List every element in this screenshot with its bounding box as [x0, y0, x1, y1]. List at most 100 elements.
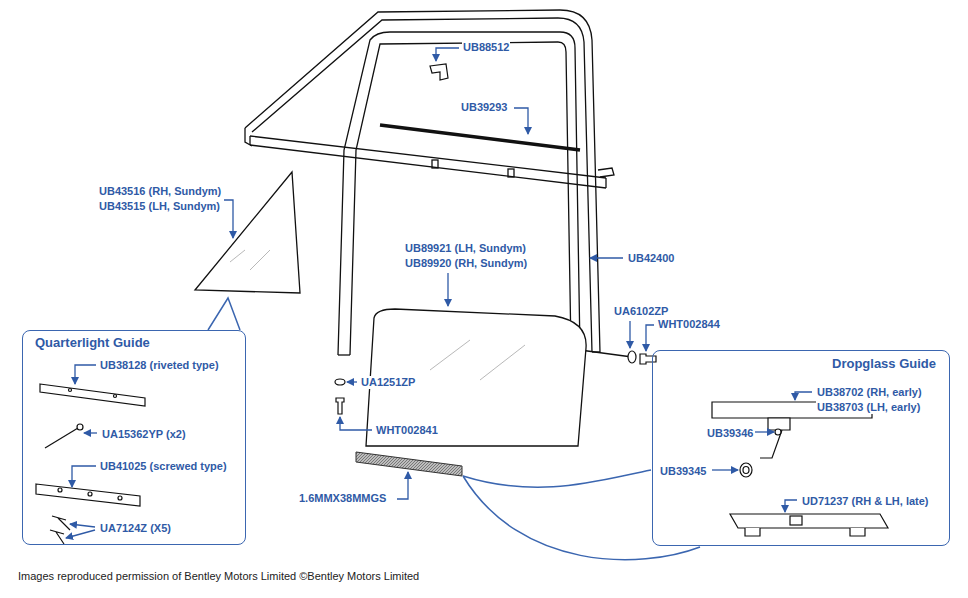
part-number: UB38703 (LH, early) — [816, 401, 921, 414]
part-number: UB39346 — [706, 427, 754, 440]
glass-strip — [356, 452, 462, 476]
door-frame-part — [605, 178, 606, 188]
leader-lines-part — [436, 48, 459, 61]
door-frame-part — [250, 136, 606, 178]
part-number: UA6102ZP — [613, 305, 669, 318]
fixings-part — [335, 379, 345, 385]
leader-lines-part — [629, 321, 630, 348]
quarterlight-guide-parts-part — [40, 384, 145, 406]
guide-pointers — [208, 298, 700, 560]
guide-box: Quarterlight GuideUB38128 (riveted type)… — [22, 330, 246, 545]
quarterlight-guide-parts-part — [52, 516, 70, 530]
window-channel-part — [338, 32, 580, 355]
quarterlight-guide-parts-part — [88, 492, 92, 496]
clip-part — [430, 64, 448, 80]
drop-glass-part — [430, 340, 525, 380]
guide-pointers-part — [208, 298, 240, 330]
part-number: UB43516 (RH, Sundym) — [98, 185, 222, 198]
window-channel-part — [580, 350, 632, 357]
leader-lines-part — [514, 108, 528, 134]
leader-lines-part — [70, 524, 95, 527]
fixings-part — [628, 351, 636, 363]
quarterlight-guide-parts-part — [45, 428, 78, 448]
window-channel-part — [338, 354, 350, 355]
clip — [430, 64, 448, 80]
part-number: UB38702 (RH, early) — [816, 386, 923, 399]
guide-pointers-part — [463, 476, 700, 560]
leader-lines-part — [590, 257, 623, 258]
leader-lines-part — [795, 392, 812, 400]
door-frame-part — [252, 18, 592, 352]
waist-strip — [380, 125, 580, 150]
dropglass-guide-parts-part — [730, 514, 888, 528]
part-number: UB42400 — [627, 252, 675, 265]
copyright-caption: Images reproduced permission of Bentley … — [18, 570, 419, 583]
fixings — [335, 351, 656, 414]
part-number: UB39345 — [659, 465, 707, 478]
glass-strip-part — [356, 452, 462, 476]
dropglass-guide-parts — [712, 402, 888, 536]
part-number: UB39293 — [460, 101, 508, 114]
leader-lines-part — [646, 325, 654, 351]
fixings-part — [640, 354, 656, 364]
leader-lines-part — [347, 381, 357, 382]
dropglass-guide-parts-part — [743, 467, 749, 474]
part-number: 1.6MMX38MMGS — [298, 492, 387, 505]
part-number: UA1251ZP — [360, 376, 416, 389]
part-number: UA7124Z (X5) — [99, 522, 172, 535]
part-number: UB43515 (LH, Sundym) — [98, 200, 221, 213]
window-channel — [338, 32, 632, 357]
part-number: UB88512 — [462, 41, 510, 54]
part-number: UB89921 (LH, Sundym) — [404, 242, 527, 255]
box-title: Quarterlight Guide — [34, 335, 151, 350]
window-channel-part — [350, 42, 571, 355]
leader-lines-part — [785, 500, 797, 512]
leader-lines-part — [224, 200, 233, 238]
quarterlight-guide-parts-part — [36, 484, 140, 506]
quarterlight-guide-parts-part — [50, 530, 64, 544]
leader-lines-part — [84, 432, 97, 433]
leader-lines-part — [712, 469, 738, 470]
door-frame-part — [598, 168, 614, 177]
leader-lines-part — [340, 417, 372, 430]
door-frame-part — [249, 136, 250, 145]
dropglass-guide-parts-part — [740, 463, 752, 477]
leader-lines-part — [755, 431, 774, 432]
guide-box: Dropglass GuideUB38702 (RH, early) UB3870… — [652, 350, 950, 546]
part-number: UA15362YP (x2) — [101, 428, 187, 441]
dropglass-guide-parts-part — [775, 429, 781, 435]
door-frame — [245, 10, 614, 352]
door-frame-part — [432, 160, 438, 168]
leader-lines-part — [72, 466, 96, 487]
quarterlight-guide-parts-part — [77, 424, 83, 430]
leader-lines — [66, 48, 812, 538]
dropglass-guide-parts-part — [790, 516, 802, 525]
part-number: WHT002841 — [375, 424, 439, 437]
quarterlight-guide-parts-part — [118, 496, 122, 500]
leader-lines-part — [66, 530, 95, 538]
leader-lines-part — [75, 365, 96, 384]
guide-pointers-part — [463, 470, 651, 487]
dropglass-guide-parts-part — [760, 430, 782, 458]
door-frame-part — [245, 128, 252, 146]
quarterlight-guide-parts-part — [114, 395, 117, 398]
quarterlight-glass-part — [230, 250, 270, 270]
quarterlight-guide-parts-part — [69, 389, 72, 392]
dropglass-guide-parts-part — [745, 528, 865, 536]
part-number: UB89920 (RH, Sundym) — [404, 257, 528, 270]
box-title: Dropglass Guide — [831, 356, 937, 371]
part-number: UB38128 (riveted type) — [99, 359, 220, 372]
part-number: UD71237 (RH & LH, late) — [801, 495, 930, 508]
fixings-part — [336, 398, 344, 414]
leader-lines-part — [447, 273, 448, 306]
door-frame-part — [508, 169, 514, 177]
part-number: UB41025 (screwed type) — [99, 460, 228, 473]
part-number: WHT002844 — [657, 318, 721, 331]
waist-strip-part — [380, 125, 580, 150]
quarterlight-guide-parts-part — [58, 488, 62, 492]
dropglass-guide-parts-part — [768, 418, 790, 430]
leader-lines-part — [397, 472, 408, 499]
